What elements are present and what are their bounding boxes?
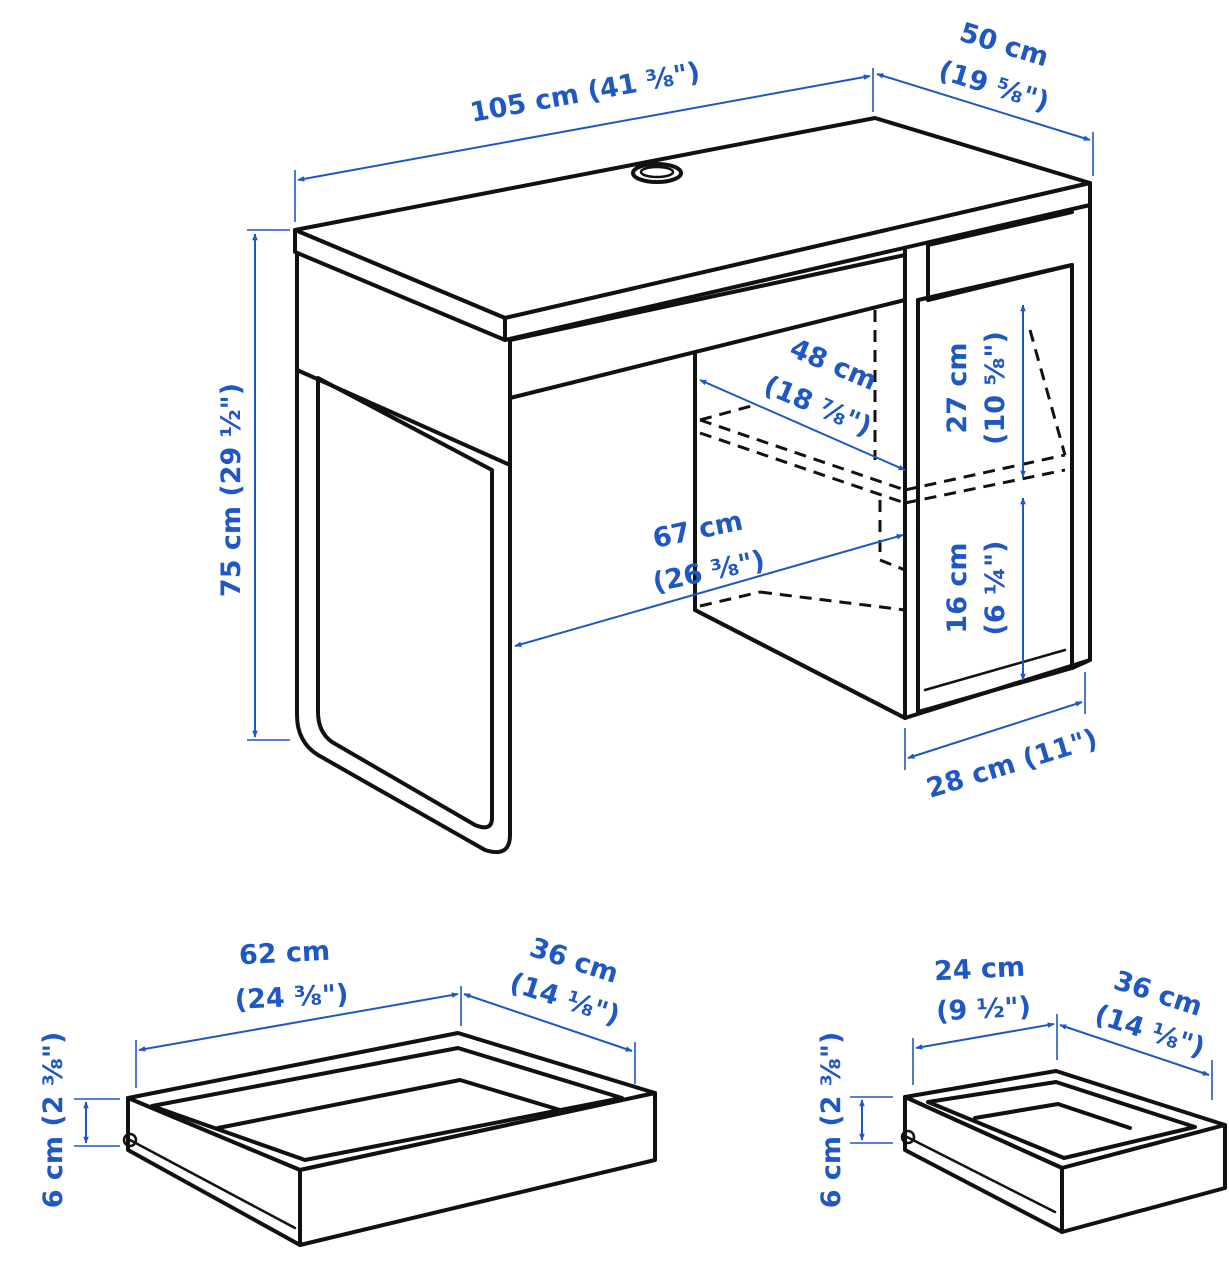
dim-line-desk-width <box>297 74 871 182</box>
small-drawer-front <box>1060 1123 1227 1234</box>
large-drawer-front <box>298 1091 657 1247</box>
label-shelf-upper-cm: 27 cm <box>942 342 973 433</box>
hidden-shelf-edges <box>904 329 1067 505</box>
dim-line-small-drawer-depth <box>1059 1024 1210 1076</box>
dim-line-knee-width <box>514 534 904 647</box>
cabinet-bottom-edge <box>923 648 1067 692</box>
label-large-drawer-width-cm: 62 cm <box>238 936 331 972</box>
left-leg <box>295 248 512 855</box>
small-drawer-inner-floor <box>973 1102 1132 1130</box>
label-small-drawer-height: 6 cm (2 ⅜") <box>816 1032 847 1209</box>
left-leg-panel-edge <box>295 253 512 467</box>
label-shelf-upper-in: (10 ⅝") <box>980 331 1011 445</box>
cabinet-front-edge <box>916 263 1074 302</box>
label-small-drawer-width-cm: 24 cm <box>933 952 1026 988</box>
dim-line-small-drawer-width <box>915 1022 1055 1050</box>
large-drawer-inner-floor <box>216 1078 562 1130</box>
small-drawer-illustration <box>900 1069 1227 1234</box>
small-drawer-runner <box>905 1135 1057 1214</box>
dim-line-desk-depth <box>876 73 1091 141</box>
dim-line-large-drawer-depth <box>463 993 633 1052</box>
label-desk-width: 105 cm (41 ⅜") <box>468 57 703 129</box>
large-drawer-runner <box>128 1138 297 1230</box>
label-large-drawer-width-in: (24 ⅜") <box>234 979 349 1016</box>
label-shelf-lower-in: (6 ¼") <box>980 541 1011 636</box>
label-small-drawer-width-in: (9 ½") <box>935 992 1031 1028</box>
label-desk-height: 75 cm (29 ½") <box>216 383 247 597</box>
left-leg-frame <box>316 376 494 830</box>
large-drawer-illustration <box>122 1031 657 1247</box>
label-cabinet-width: 28 cm (11") <box>923 723 1101 804</box>
label-shelf-lower-cm: 16 cm <box>942 542 973 633</box>
label-large-drawer-height: 6 cm (2 ⅜") <box>38 1032 69 1209</box>
small-drawer-inner <box>926 1080 1197 1160</box>
tabletop-side <box>503 181 1092 342</box>
small-drawer-wheel <box>900 1129 916 1145</box>
large-drawer-inner <box>150 1046 624 1162</box>
dim-line-knee-depth <box>699 379 906 471</box>
dim-line-cabinet-width <box>907 701 1083 759</box>
large-drawer-dimensions: 62 cm (24 ⅜") 36 cm (14 ⅛") 6 cm (2 ⅜") <box>38 932 636 1209</box>
desk-illustration <box>293 116 1092 855</box>
large-drawer-wheel <box>122 1132 138 1148</box>
dim-line-large-drawer-width <box>138 992 459 1052</box>
